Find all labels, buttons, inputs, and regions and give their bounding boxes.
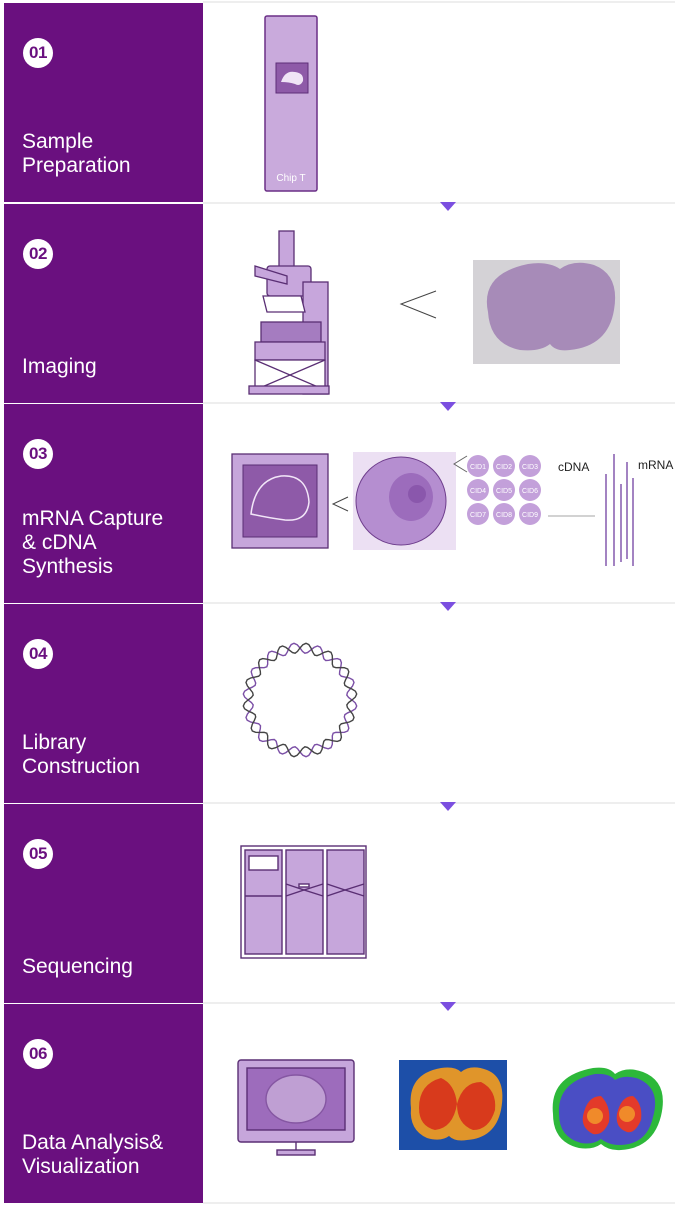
step-title: Sample Preparation [22, 130, 131, 177]
cid-bubble [519, 503, 541, 525]
step-number: 05 [23, 839, 53, 869]
cid-bubble [493, 503, 515, 525]
cluster-map-image [552, 1067, 663, 1151]
step-title: mRNA Capture & cDNA Synthesis [22, 507, 164, 578]
cid-bubble [467, 455, 489, 477]
step-label-panel: 04 Library Construction [4, 604, 203, 803]
brain-section-icon [486, 262, 616, 351]
step-illustration: Chip T [203, 3, 675, 202]
step-illustration [203, 804, 675, 1003]
step-sequencing: 05 Sequencing [0, 804, 675, 1003]
step-illustration [203, 1004, 675, 1203]
step-label-panel: 06 Data Analysis& Visualization [4, 1004, 203, 1203]
mrna-label: mRNA [638, 458, 673, 472]
probe-strands-icon [605, 454, 634, 566]
step-label-panel: 02 Imaging [4, 204, 203, 403]
cid-label: CID1 [470, 464, 486, 471]
cid-label: CID8 [496, 512, 512, 519]
cid-label: CID4 [470, 488, 486, 495]
step-title: Imaging [22, 355, 97, 378]
step-number: 03 [23, 439, 53, 469]
cid-bubble [493, 455, 515, 477]
down-arrow-icon [440, 1002, 456, 1011]
cid-bubble [467, 479, 489, 501]
monitor-icon [237, 1059, 355, 1156]
down-arrow-icon [440, 202, 456, 211]
chip-frame-icon [231, 453, 329, 549]
step-label-panel: 05 Sequencing [4, 804, 203, 1003]
step-illustration [203, 604, 675, 803]
heatmap-image [399, 1060, 507, 1150]
cdna-label: cDNA [558, 460, 589, 474]
chip-illustration: Chip T [264, 15, 318, 192]
step-number: 02 [23, 239, 53, 269]
step-sample-preparation: 01 Sample Preparation Chip T [0, 3, 675, 202]
less-than-icon [331, 496, 349, 512]
down-arrow-icon [440, 802, 456, 811]
cid-label: CID5 [496, 488, 512, 495]
dna-circle-icon [242, 642, 358, 758]
step-title: Data Analysis& Visualization [22, 1131, 164, 1178]
cid-label: CID2 [496, 464, 512, 471]
less-than-icon [399, 290, 437, 319]
step-title: Sequencing [22, 955, 133, 978]
step-title: Library Construction [22, 731, 140, 778]
microscope-icon [248, 230, 330, 395]
cid-bubble [493, 479, 515, 501]
down-arrow-icon [440, 402, 456, 411]
sequencer-icon [240, 845, 367, 959]
step-number: 01 [23, 38, 53, 68]
down-arrow-icon [440, 602, 456, 611]
cid-label: CID3 [522, 464, 538, 471]
step-illustration [203, 204, 675, 403]
step-library-construction: 04 Library Construction [0, 604, 675, 803]
cid-bubble [467, 503, 489, 525]
cid-bubble [519, 455, 541, 477]
cid-bubble [519, 479, 541, 501]
cid-label: CID9 [522, 512, 538, 519]
cell-icon [353, 452, 456, 550]
cid-label: CID7 [470, 512, 486, 519]
step-number: 06 [23, 1039, 53, 1069]
step-label-panel: 03 mRNA Capture & cDNA Synthesis [4, 404, 203, 603]
chip-label: Chip T [276, 173, 305, 184]
step-number: 04 [23, 639, 53, 669]
step-imaging: 02 Imaging [0, 204, 675, 403]
step-label-panel: 01 Sample Preparation [4, 3, 203, 202]
cid-label: CID6 [522, 488, 538, 495]
step-data-analysis: 06 Data Analysis& Visualization [0, 1004, 675, 1203]
